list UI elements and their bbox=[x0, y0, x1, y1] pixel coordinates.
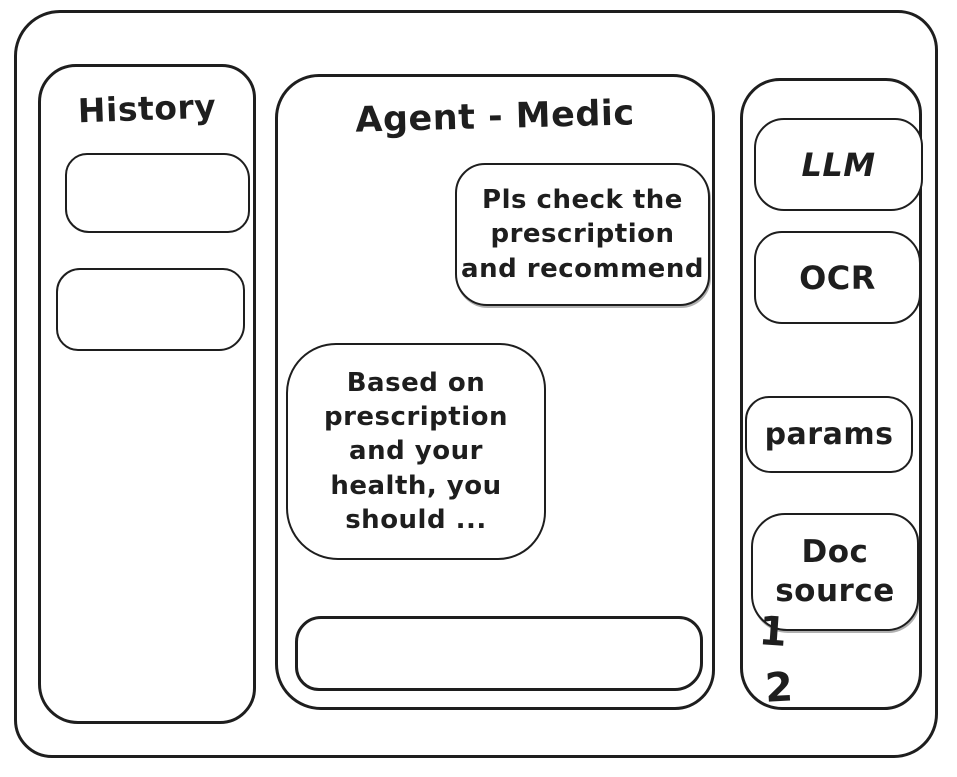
message-input[interactable] bbox=[295, 616, 703, 691]
doc-source-item-1[interactable]: 1 bbox=[757, 608, 789, 656]
user-message-bubble: Pls check the prescription and recommend bbox=[455, 163, 710, 306]
history-panel-title: History bbox=[77, 86, 217, 131]
chat-panel-title: Agent - Medic bbox=[354, 93, 636, 141]
history-panel: History bbox=[38, 64, 256, 724]
assistant-message-bubble: Based on prescription and your health, y… bbox=[286, 343, 546, 560]
tools-panel: LLM OCR params Doc source 1 2 bbox=[740, 78, 923, 712]
params-button[interactable]: params bbox=[745, 396, 913, 473]
ocr-button[interactable]: OCR bbox=[754, 231, 921, 324]
chat-panel: Agent - Medic Pls check the prescription… bbox=[275, 74, 715, 710]
history-item[interactable] bbox=[56, 268, 245, 351]
llm-button[interactable]: LLM bbox=[754, 118, 923, 211]
doc-source-button[interactable]: Doc source bbox=[751, 513, 919, 631]
history-item[interactable] bbox=[65, 153, 250, 233]
doc-source-item-2[interactable]: 2 bbox=[763, 664, 795, 712]
